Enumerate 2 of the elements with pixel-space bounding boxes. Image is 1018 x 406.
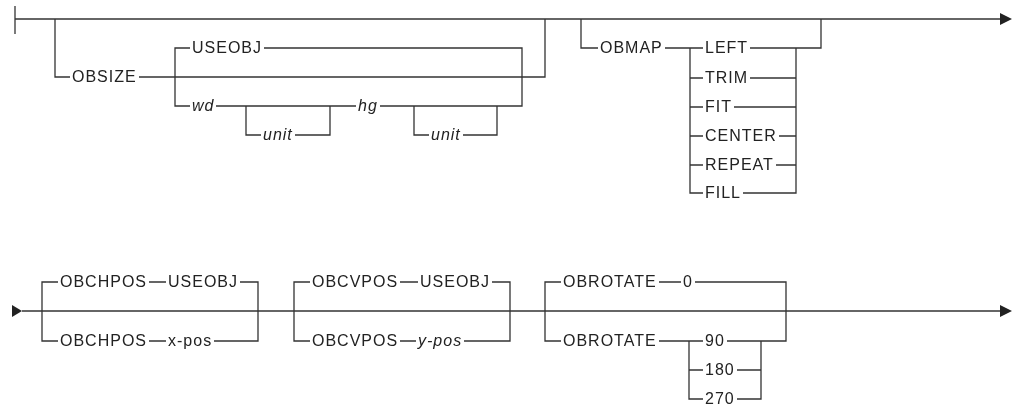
keyword-label: 270 — [703, 390, 737, 406]
variable-label: hg — [356, 97, 380, 115]
